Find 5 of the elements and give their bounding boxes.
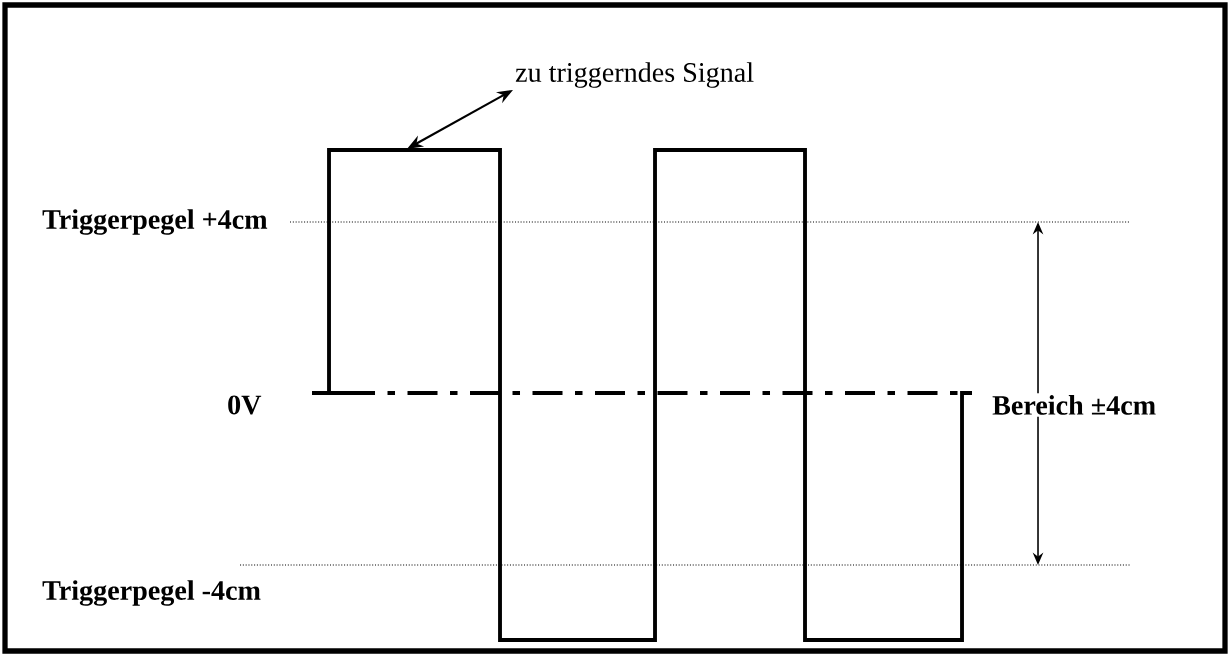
level-label: Triggerpegel -4cm [42, 580, 261, 606]
level-label: 0V [228, 395, 262, 415]
square-wave [310, 148, 974, 642]
level-label: Triggerpegel +4cm [42, 209, 268, 235]
annotation-text: zu triggerndes Signal [515, 62, 754, 88]
